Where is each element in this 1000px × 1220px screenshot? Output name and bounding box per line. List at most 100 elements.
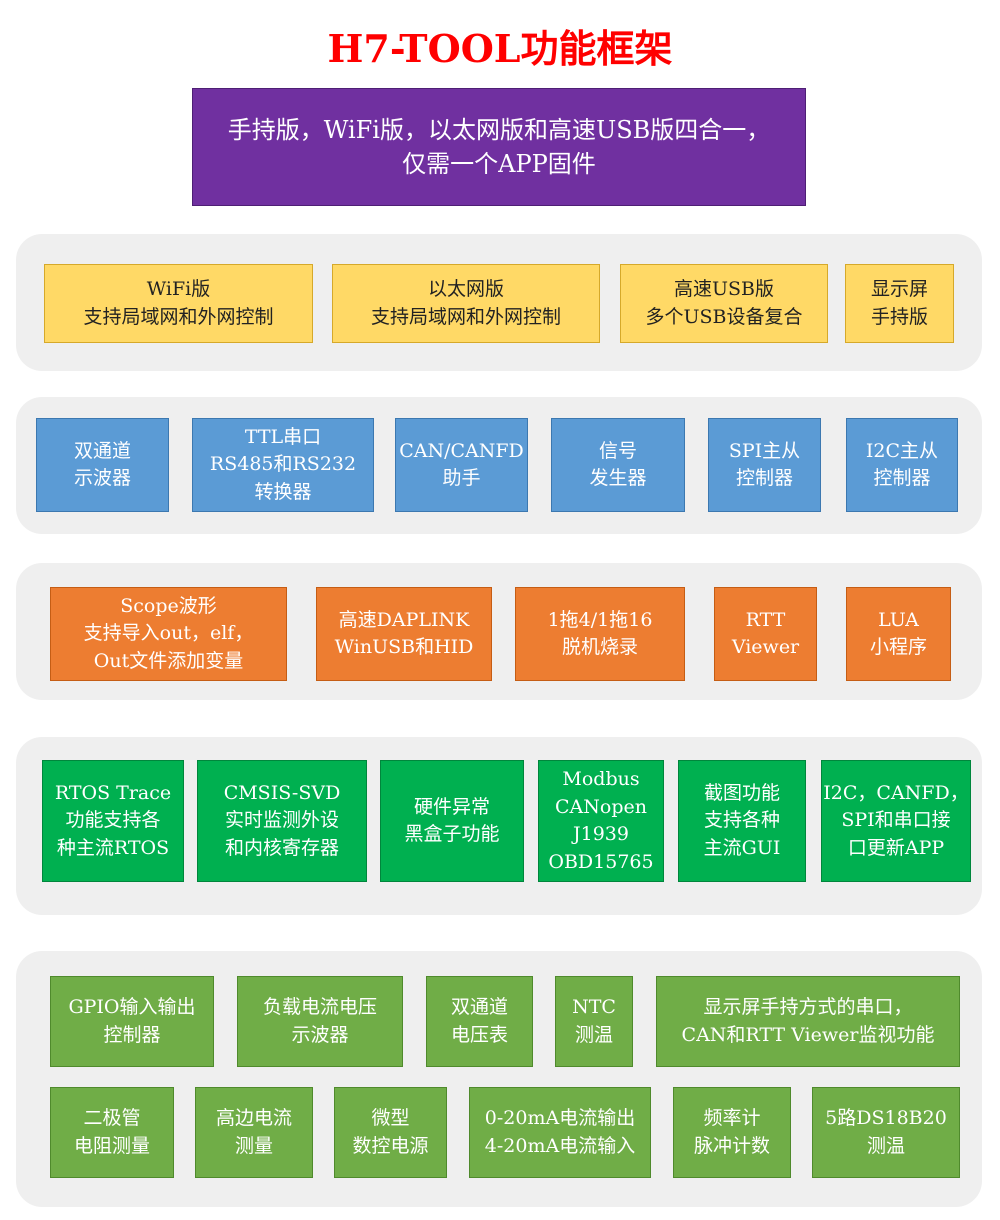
box-signal-generator: 信号 发生器 <box>551 418 685 512</box>
box-line: RS485和RS232 <box>209 453 357 476</box>
box-line: 多个USB设备复合 <box>645 305 803 328</box>
header-line-1: 手持版，WiFi版，以太网版和高速USB版四合一， <box>227 116 771 144</box>
box-line: 0-20mA电流输出 <box>484 1107 636 1129</box>
box-serial-converter: TTL串口 RS485和RS232 转换器 <box>192 418 374 512</box>
box-line: WiFi版 <box>146 278 211 300</box>
box-line: SPI主从 <box>728 439 801 462</box>
box-line: 电阻测量 <box>73 1134 150 1157</box>
box-line: LUA <box>878 608 919 631</box>
box-line: 1拖4/1拖16 <box>547 608 653 631</box>
box-line: 截图功能 <box>703 781 780 804</box>
box-line: 黑盒子功能 <box>404 823 500 845</box>
box-line: CAN/CANFD <box>399 439 524 462</box>
box-diode-resistance: 二极管 电阻测量 <box>50 1087 174 1178</box>
box-line: 测温 <box>866 1134 905 1157</box>
box-line: 电压表 <box>450 1023 508 1046</box>
box-line: 种主流RTOS <box>56 836 170 859</box>
box-line: 高速USB版 <box>674 278 774 300</box>
box-i2c-controller: I2C主从 控制器 <box>846 418 958 512</box>
box-line: 发生器 <box>589 467 647 489</box>
box-line: 5路DS18B20 <box>825 1107 947 1129</box>
box-line: 小程序 <box>869 636 927 658</box>
box-wifi-edition: WiFi版 支持局域网和外网控制 <box>44 264 313 343</box>
box-line: 口更新APP <box>847 836 945 859</box>
box-line: Out文件添加变量 <box>93 649 244 672</box>
box-line: RTOS Trace <box>54 781 172 804</box>
box-line: 主流GUI <box>703 836 781 859</box>
box-screenshot: 截图功能 支持各种 主流GUI <box>678 760 806 882</box>
box-line: 显示屏手持方式的串口， <box>703 996 913 1018</box>
box-line: 高速DAPLINK <box>338 608 470 631</box>
box-line: J1939 <box>573 823 629 845</box>
box-line: 脱机烧录 <box>561 636 638 658</box>
box-rtt-viewer: RTT Viewer <box>714 587 817 681</box>
box-line: WinUSB和HID <box>334 636 474 658</box>
box-line: 脉冲计数 <box>693 1134 770 1157</box>
box-dual-oscilloscope: 双通道 示波器 <box>36 418 169 512</box>
box-line: 高边电流 <box>215 1107 292 1129</box>
box-line: OBD15765 <box>548 850 654 873</box>
box-handheld-monitor: 显示屏手持方式的串口， CAN和RTT Viewer监视功能 <box>656 976 960 1067</box>
box-line: 频率计 <box>703 1107 761 1129</box>
box-line: 控制器 <box>103 1023 161 1046</box>
box-frequency-counter: 频率计 脉冲计数 <box>673 1087 791 1178</box>
box-line: 和内核寄存器 <box>224 836 339 859</box>
header-line-2: 仅需一个APP固件 <box>402 150 596 178</box>
box-line: 测温 <box>574 1023 613 1046</box>
box-can-assistant: CAN/CANFD 助手 <box>395 418 528 512</box>
box-line: 以太网版 <box>427 278 504 300</box>
box-cmsis-svd: CMSIS-SVD 实时监测外设 和内核寄存器 <box>197 760 367 882</box>
box-line: 支持导入out，elf， <box>83 622 254 645</box>
box-line: 转换器 <box>254 480 312 503</box>
header-summary-box: 手持版，WiFi版，以太网版和高速USB版四合一， 仅需一个APP固件 <box>192 88 806 206</box>
box-line: 测量 <box>234 1134 273 1157</box>
box-daplink: 高速DAPLINK WinUSB和HID <box>316 587 492 681</box>
box-line: CANopen <box>555 795 647 818</box>
box-line: 双通道 <box>73 439 131 462</box>
box-line: 示波器 <box>73 467 131 489</box>
box-line: TTL串口 <box>244 425 322 448</box>
box-line: 微型 <box>371 1107 410 1129</box>
box-line: CAN和RTT Viewer监视功能 <box>681 1023 935 1046</box>
box-usb-edition: 高速USB版 多个USB设备复合 <box>620 264 828 343</box>
box-line: 助手 <box>442 467 481 489</box>
box-line: 支持局域网和外网控制 <box>83 305 274 328</box>
box-firmware-update: I2C，CANFD， SPI和串口接 口更新APP <box>821 760 971 882</box>
box-voltmeter: 双通道 电压表 <box>426 976 533 1067</box>
box-ethernet-edition: 以太网版 支持局域网和外网控制 <box>332 264 600 343</box>
box-hardfault-blackbox: 硬件异常 黑盒子功能 <box>380 760 524 882</box>
box-high-side-current: 高边电流 测量 <box>195 1087 313 1178</box>
box-spi-controller: SPI主从 控制器 <box>708 418 821 512</box>
box-line: 控制器 <box>735 467 793 489</box>
box-offline-programming: 1拖4/1拖16 脱机烧录 <box>515 587 685 681</box>
box-line: 实时监测外设 <box>224 809 339 832</box>
box-gpio-controller: GPIO输入输出 控制器 <box>50 976 214 1067</box>
box-line: I2C，CANFD， <box>823 781 969 804</box>
box-protocol-stack: Modbus CANopen J1939 OBD15765 <box>538 760 664 882</box>
box-line: 数控电源 <box>352 1134 429 1157</box>
box-line: 示波器 <box>291 1023 349 1046</box>
box-handheld-edition: 显示屏 手持版 <box>845 264 954 343</box>
box-line: NTC <box>572 996 616 1018</box>
box-line: SPI和串口接 <box>841 809 951 832</box>
box-line: 信号 <box>598 439 637 462</box>
box-current-loop: 0-20mA电流输出 4-20mA电流输入 <box>469 1087 651 1178</box>
box-ds18b20: 5路DS18B20 测温 <box>812 1087 960 1178</box>
box-line: Modbus <box>562 768 640 790</box>
box-lua-program: LUA 小程序 <box>846 587 951 681</box>
box-line: CMSIS-SVD <box>223 781 341 804</box>
box-line: 显示屏 <box>870 278 928 300</box>
box-line: I2C主从 <box>865 439 939 462</box>
box-line: 手持版 <box>870 305 928 328</box>
box-rtos-trace: RTOS Trace 功能支持各 种主流RTOS <box>42 760 184 882</box>
box-scope-waveform: Scope波形 支持导入out，elf， Out文件添加变量 <box>50 587 287 681</box>
box-line: 功能支持各 <box>65 809 161 832</box>
box-line: 负载电流电压 <box>262 996 377 1018</box>
box-line: Scope波形 <box>120 594 217 617</box>
box-power-supply: 微型 数控电源 <box>334 1087 447 1178</box>
box-line: 硬件异常 <box>413 795 490 818</box>
box-line: 双通道 <box>450 996 508 1018</box>
box-line: 控制器 <box>873 467 931 489</box>
page-title: H7-TOOL功能框架 <box>327 26 673 71</box>
box-line: 二极管 <box>83 1107 141 1129</box>
